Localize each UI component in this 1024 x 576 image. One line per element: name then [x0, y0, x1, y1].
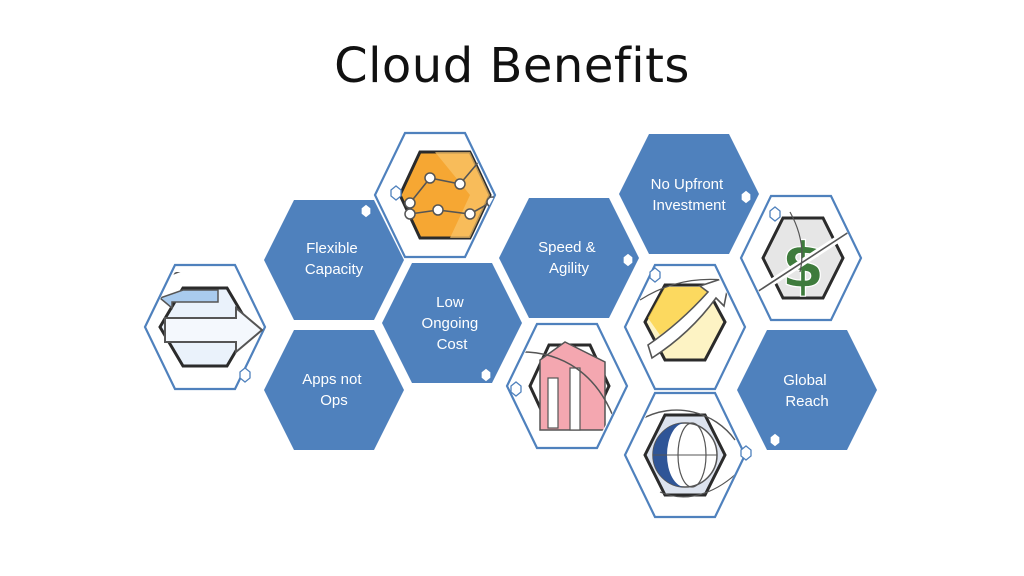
hex-label-no-upfront-investment: No Upfront Investment [651, 176, 728, 214]
hex-building [505, 322, 629, 450]
small-hex-badge [740, 189, 752, 205]
hex-flexible-capacity: Flexible Capacity [264, 200, 404, 320]
building-icon [510, 341, 619, 431]
hex-apps-not-ops: Apps not Ops [264, 330, 404, 450]
small-hex-badge [622, 252, 634, 268]
line-chart-icon [390, 150, 495, 240]
hex-chart [373, 131, 497, 259]
hex-low-ongoing-cost: Low Ongoing Cost [382, 263, 522, 383]
hex-global-reach: Global Reach [737, 330, 877, 450]
hex-growth [623, 263, 747, 391]
hex-label-global-reach: Global Reach [783, 372, 831, 410]
hex-dollar: $ [739, 194, 863, 322]
hex-globe [623, 391, 752, 519]
small-hex-badge [480, 367, 492, 383]
globe-icon [639, 409, 752, 498]
hex-label-flexible-capacity: Flexible Capacity [305, 240, 364, 278]
transfer-arrows-icon [158, 272, 264, 383]
slide-title: Cloud Benefits [334, 38, 690, 94]
hex-label-low-ongoing-cost: Low Ongoing Cost [422, 294, 483, 353]
hex-label-speed-agility: Speed & Agility [538, 239, 600, 277]
small-hex-badge [769, 432, 781, 448]
small-hex-badge [360, 203, 372, 219]
hex-label-apps-not-ops: Apps not Ops [302, 371, 365, 409]
growth-arrow-icon [639, 267, 739, 362]
hex-speed-agility: Speed & Agility [499, 198, 639, 318]
hex-transfer [143, 263, 267, 391]
hex-no-upfront-investment: No Upfront Investment [619, 134, 759, 254]
crossed-dollar-icon: $ [755, 206, 857, 303]
